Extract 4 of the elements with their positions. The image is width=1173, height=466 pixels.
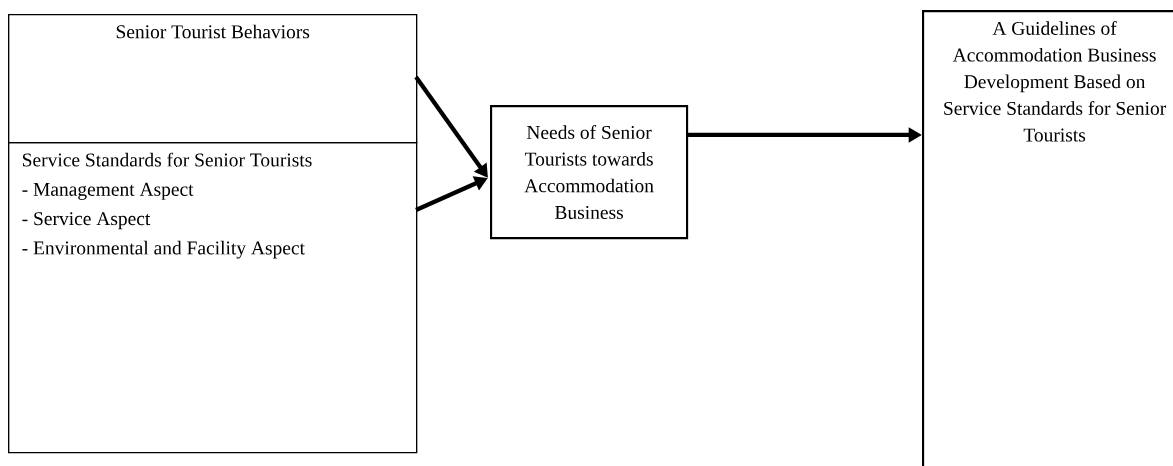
guidelines-box: A Guidelines of Accommodation Business Development Based on Service Standards for Senior Tourists — [922, 10, 1173, 466]
behaviors-box: Senior Tourist Behaviors — [8, 14, 418, 144]
needs-box: Needs of Senior Tourists towards Accommodation Business — [490, 105, 689, 240]
standards-box: Service Standards for Senior Tourists - Management Aspect - Service Aspect - Environmental and Facility Aspect — [8, 142, 418, 454]
